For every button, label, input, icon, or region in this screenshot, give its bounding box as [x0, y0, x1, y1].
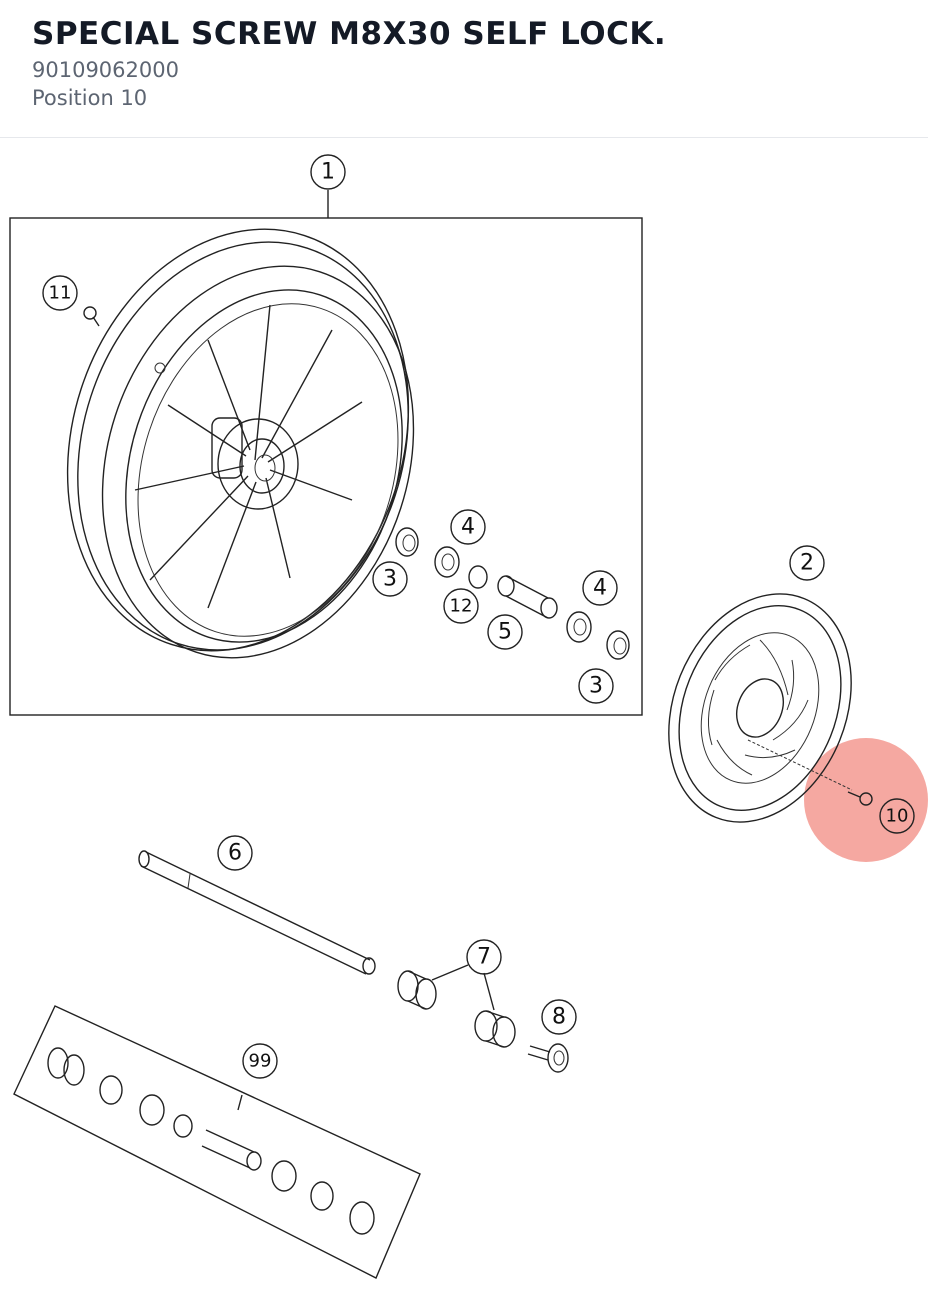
callout-8[interactable]: 8: [541, 999, 577, 1035]
svg-text:5: 5: [498, 620, 512, 645]
callout-4b[interactable]: 4: [582, 570, 618, 606]
svg-text:6: 6: [228, 841, 242, 866]
front-wheel-drawing: [66, 228, 415, 659]
callout-99[interactable]: 99: [242, 1043, 278, 1079]
svg-text:2: 2: [800, 551, 814, 576]
wheel-bearings-drawing: [395, 527, 630, 660]
svg-text:1: 1: [321, 160, 335, 185]
svg-text:7: 7: [477, 945, 491, 970]
callout-3a[interactable]: 3: [372, 561, 408, 597]
callout-12[interactable]: 12: [443, 588, 479, 624]
callout-1[interactable]: 1: [310, 154, 346, 190]
repair-kit-99-drawing: [13, 1005, 421, 1279]
callout-6[interactable]: 6: [217, 835, 253, 871]
spacers-7-drawing: [397, 964, 516, 1048]
callout-5[interactable]: 5: [487, 614, 523, 650]
callout-11[interactable]: 11: [42, 275, 78, 311]
screw-11-drawing: [83, 306, 100, 327]
callout-7[interactable]: 7: [466, 939, 502, 975]
svg-text:99: 99: [249, 1051, 272, 1072]
svg-text:3: 3: [383, 567, 397, 592]
part-title: SPECIAL SCREW M8X30 SELF LOCK.: [32, 16, 667, 52]
callout-2[interactable]: 2: [789, 545, 825, 581]
svg-text:8: 8: [552, 1005, 566, 1030]
exploded-parts-diagram: 1 11 4 3 12 5 4 3 2 10 6 7: [9, 154, 928, 1279]
axle-6-drawing: [138, 850, 376, 975]
wheel-assembly-frame: [9, 217, 643, 716]
brake-disc-drawing: [668, 593, 873, 823]
callout-4a[interactable]: 4: [450, 509, 486, 545]
callout-10[interactable]: 10: [879, 798, 915, 834]
svg-text:11: 11: [49, 283, 72, 304]
bolt-8-drawing: [527, 1043, 569, 1073]
svg-text:10: 10: [886, 806, 909, 827]
part-number: 90109062000: [32, 58, 179, 82]
selected-part-highlight: [804, 738, 928, 862]
svg-text:4: 4: [461, 515, 475, 540]
svg-text:12: 12: [450, 596, 473, 617]
callout-3b[interactable]: 3: [578, 668, 614, 704]
svg-text:4: 4: [593, 576, 607, 601]
part-position: Position 10: [32, 86, 148, 110]
part-header: SPECIAL SCREW M8X30 SELF LOCK. 901090620…: [0, 0, 928, 138]
svg-text:3: 3: [589, 674, 603, 699]
